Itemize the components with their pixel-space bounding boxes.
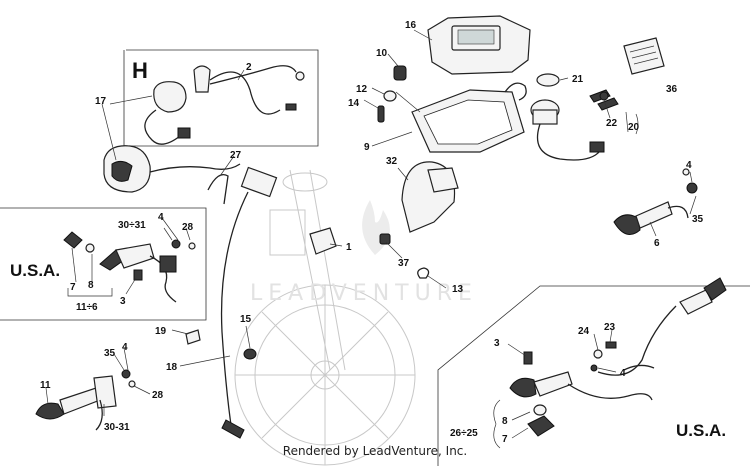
callout-27: 27 (230, 150, 242, 161)
callout-8-left: 8 (88, 280, 94, 291)
h-box-label: H (132, 58, 148, 83)
handlebar-switch (103, 145, 241, 193)
h-kit-switch (144, 65, 305, 145)
usa-left-frame (0, 207, 207, 321)
cable-tie (207, 173, 229, 205)
callout-4-lower-left: 4 (122, 342, 128, 353)
callout-1: 1 (346, 242, 352, 253)
callout-15: 15 (240, 314, 252, 325)
callout-9: 9 (364, 142, 370, 153)
callout-28-left: 28 (182, 222, 194, 233)
callout-35-left: 35 (104, 348, 116, 359)
owners-manual (623, 37, 665, 75)
callout-12: 12 (356, 84, 368, 95)
callout-17: 17 (95, 96, 107, 107)
callout-19: 19 (155, 326, 167, 337)
callout-13: 13 (452, 284, 464, 295)
h-kit-box: H (123, 49, 319, 147)
rubber-grommet (393, 65, 407, 81)
cluster-bracket (411, 82, 527, 153)
callout-36: 36 (666, 84, 678, 95)
usa-left-label: U.S.A. (10, 261, 60, 280)
relay (309, 227, 337, 255)
callout-6: 6 (654, 238, 660, 249)
front-left-turn-signal (35, 369, 136, 431)
callout-37: 37 (398, 258, 410, 269)
usa-right-turn-signal (509, 277, 727, 437)
callout-7-right: 7 (502, 434, 508, 445)
usa-left-turn-signal (63, 231, 196, 303)
callout-26-25: 26÷25 (450, 428, 478, 439)
callout-8-right: 8 (502, 416, 508, 427)
callout-4-right: 4 (686, 160, 692, 171)
watermark-logo: LEADVENTURE (250, 200, 478, 306)
usa-right-frame (437, 285, 750, 466)
cable-clamp (185, 329, 201, 345)
callout-32: 32 (386, 156, 398, 167)
cover-screw (379, 233, 391, 245)
usa-right-label: U.S.A. (676, 421, 726, 440)
background-wheel-outline (234, 169, 416, 466)
callout-4-lower-right: 4 (620, 368, 626, 379)
ignition-ring-nut (536, 73, 560, 87)
callout-28-lower-left: 28 (152, 390, 164, 401)
callout-21: 21 (572, 74, 584, 85)
wire-clip (417, 267, 430, 279)
ignition-switch (530, 99, 605, 161)
callout-14: 14 (348, 98, 360, 109)
callout-20: 20 (628, 122, 640, 133)
instrument-cluster (427, 15, 531, 75)
cluster-cover (401, 161, 459, 233)
callout-11: 11 (40, 380, 51, 391)
callout-10: 10 (376, 48, 388, 59)
callout-23: 23 (604, 322, 616, 333)
callout-16: 16 (405, 20, 417, 31)
callout-24: 24 (578, 326, 590, 337)
callout-35-right: 35 (692, 214, 704, 225)
spacer-bush (383, 90, 397, 102)
leader-lines (45, 29, 697, 449)
callout-4-left: 4 (158, 212, 164, 223)
footer-credit: Rendered by LeadVenture, Inc. (282, 444, 468, 458)
callout-labels: 2 17 27 16 10 12 14 9 21 36 22 20 32 37 … (10, 20, 726, 445)
callout-7-left: 7 (70, 282, 76, 293)
callout-3-right: 3 (494, 338, 500, 349)
callout-18: 18 (166, 362, 178, 373)
callout-22: 22 (606, 118, 618, 129)
callout-2: 2 (246, 62, 252, 73)
callout-30-31-lower: 30-31 (104, 422, 130, 433)
ignition-keys (589, 89, 619, 111)
grommet-plug (243, 348, 257, 360)
mounting-screw (377, 105, 385, 123)
callout-11-6: 11÷6 (76, 302, 98, 313)
watermark-text: LEADVENTURE (250, 281, 478, 306)
callout-3-left: 3 (120, 296, 126, 307)
callout-30-31-left: 30÷31 (118, 220, 146, 231)
front-right-turn-signal (613, 168, 698, 235)
speed-sensor-cable (220, 166, 278, 439)
